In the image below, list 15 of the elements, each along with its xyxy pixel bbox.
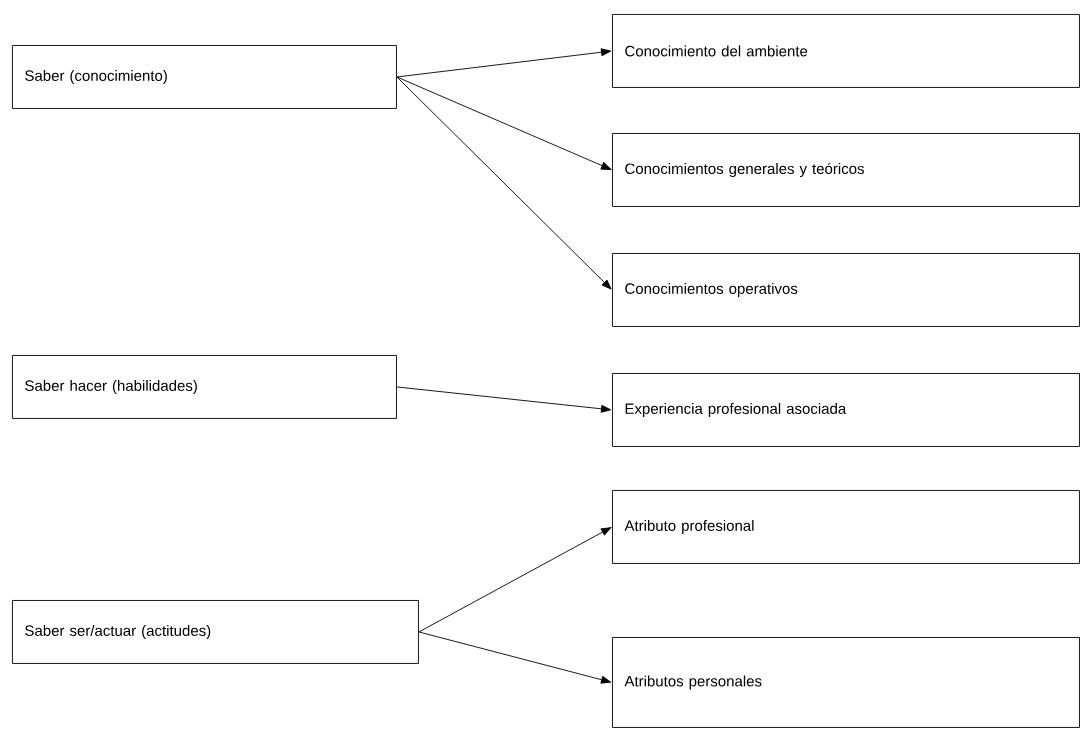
text-box: Atributo profesional	[612, 490, 1080, 564]
text-box: Saber hacer (habilidades)	[12, 355, 397, 419]
text-box: Conocimiento del ambiente	[612, 14, 1080, 88]
arrow	[396, 386, 612, 413]
text-box: Atributos personales	[612, 637, 1080, 728]
text-box: Saber ser/actuar (actitudes)	[12, 600, 419, 664]
text-box: Conocimientos operativos	[612, 253, 1080, 327]
arrow	[396, 76, 612, 170]
text-box: Saber (conocimiento)	[12, 45, 397, 109]
text-box: Conocimientos generales y teóricos	[612, 133, 1080, 207]
arrow	[418, 631, 612, 684]
text-box: Experiencia profesional asociada	[612, 373, 1080, 447]
arrow	[418, 527, 612, 633]
arrow	[396, 76, 612, 290]
arrow	[396, 48, 612, 78]
